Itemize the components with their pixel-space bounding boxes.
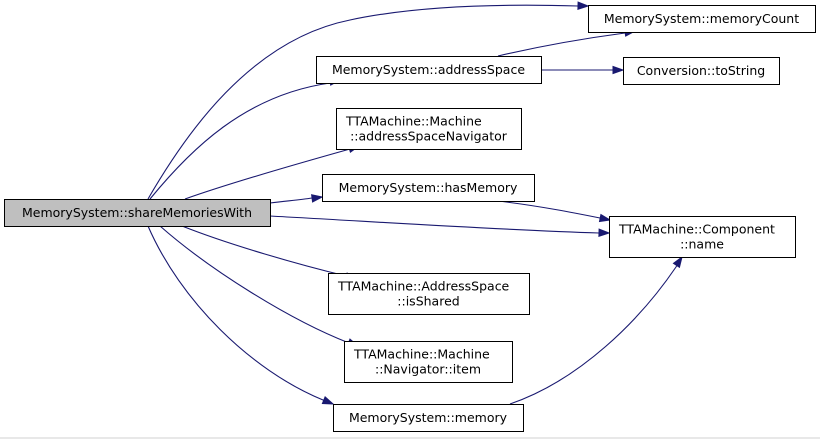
edge-line (147, 4, 588, 200)
node-label-line: ::name (680, 237, 724, 252)
edge-line (159, 225, 359, 347)
edge-share-to-memoryCount (147, 1, 590, 200)
edge-memory-to-componentName (509, 255, 683, 405)
node-hasMemory[interactable]: MemorySystem::hasMemory (322, 174, 535, 202)
node-memoryCount[interactable]: MemorySystem::memoryCount (588, 5, 816, 33)
node-box[interactable] (4, 199, 271, 227)
arrowhead (577, 1, 590, 11)
node-label-line: MemorySystem::memory (349, 410, 508, 425)
arrowhead (612, 65, 625, 75)
node-box[interactable] (344, 341, 513, 383)
edge-line (497, 200, 611, 221)
edge-share-to-componentName (269, 215, 611, 238)
edge-line (269, 215, 609, 234)
node-box[interactable] (316, 56, 542, 84)
arrowhead (311, 194, 324, 203)
edge-addressSpace-to-toString (541, 65, 625, 75)
node-label-line: Conversion::toString (637, 63, 765, 78)
arrowhead (672, 255, 683, 269)
node-box[interactable] (322, 174, 535, 202)
nodes-layer: MemorySystem::shareMemoriesWithMemorySys… (4, 5, 816, 432)
node-box[interactable] (333, 404, 524, 432)
edge-share-to-memory (147, 225, 335, 405)
node-label-line: MemorySystem::memoryCount (604, 11, 799, 26)
node-label-line: TTAMachine::Machine (353, 347, 490, 362)
node-share[interactable]: MemorySystem::shareMemoriesWith (4, 199, 271, 227)
edge-line (181, 225, 357, 280)
node-label-line: ::addressSpaceNavigator (350, 129, 508, 144)
edge-line (149, 79, 341, 200)
arrowhead (321, 396, 335, 405)
edge-line (147, 225, 334, 405)
node-label-line: MemorySystem::addressSpace (332, 62, 525, 77)
node-label-line: MemorySystem::shareMemoriesWith (22, 205, 252, 220)
node-isShared[interactable]: TTAMachine::AddressSpace::isShared (328, 273, 530, 315)
node-box[interactable] (609, 216, 796, 258)
edge-share-to-isShared (181, 225, 358, 281)
edge-line (509, 256, 683, 405)
node-addressSpace[interactable]: MemorySystem::addressSpace (316, 56, 542, 84)
node-navigatorItem[interactable]: TTAMachine::Machine::Navigator::item (344, 341, 513, 383)
node-box[interactable] (328, 273, 530, 315)
node-componentName[interactable]: TTAMachine::Component::name (609, 216, 796, 258)
node-label-line: ::isShared (397, 294, 459, 309)
node-addressSpaceNavigator[interactable]: TTAMachine::Machine::addressSpaceNavigat… (336, 108, 522, 150)
edge-line (184, 145, 360, 200)
edge-hasMemory-to-componentName (497, 200, 612, 223)
edge-line (497, 30, 636, 57)
arrowhead (598, 213, 612, 223)
node-label-line: ::Navigator::item (375, 362, 481, 377)
node-label-line: TTAMachine::Machine (345, 114, 482, 129)
edge-share-to-addressSpace (149, 77, 342, 200)
node-memory[interactable]: MemorySystem::memory (333, 404, 524, 432)
node-box[interactable] (336, 108, 522, 150)
bottom-border (0, 437, 820, 439)
edge-share-to-hasMemory (269, 194, 324, 204)
node-toString[interactable]: Conversion::toString (623, 57, 780, 85)
node-box[interactable] (623, 57, 780, 85)
node-label-line: TTAMachine::Component (618, 222, 775, 237)
node-label-line: MemorySystem::hasMemory (339, 180, 518, 195)
node-label-line: TTAMachine::AddressSpace (337, 279, 510, 294)
arrowhead (598, 228, 611, 238)
node-box[interactable] (588, 5, 816, 33)
